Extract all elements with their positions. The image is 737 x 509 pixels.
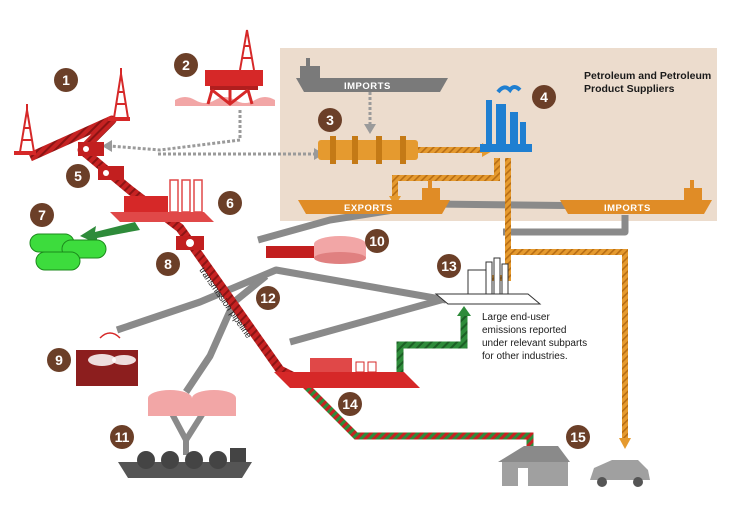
onshore-derricks xyxy=(19,68,129,153)
badge-3: 3 xyxy=(318,108,342,132)
end-user-note: Large end-user emissions reported under … xyxy=(482,311,592,363)
note-line-3: under relevant subparts xyxy=(482,338,588,349)
lng-terminal xyxy=(118,390,252,478)
residential-building xyxy=(498,446,570,486)
svg-text:10: 10 xyxy=(369,233,385,249)
orange-arrowhead-vehicle xyxy=(619,438,631,449)
green-arrowhead-up xyxy=(457,306,471,316)
vehicle xyxy=(590,460,650,487)
ngl-tanks xyxy=(29,233,107,271)
offshore-platform xyxy=(175,29,275,106)
region-title-line-1: Petroleum and Petroleum xyxy=(584,70,712,82)
badge-15: 15 xyxy=(566,425,590,449)
badge-8: 8 xyxy=(156,252,180,276)
badge-5: 5 xyxy=(66,164,90,188)
exports-label: EXPORTS xyxy=(344,203,393,214)
svg-text:5: 5 xyxy=(74,168,82,184)
import-manifold xyxy=(318,136,418,164)
gray-pipe-11-branches xyxy=(167,408,208,455)
note-line-4: for other industries. xyxy=(482,351,568,362)
badge-11: 11 xyxy=(110,425,134,449)
refinery xyxy=(480,85,532,152)
svg-text:14: 14 xyxy=(342,396,358,412)
badge-1: 1 xyxy=(54,68,78,92)
svg-text:15: 15 xyxy=(570,429,586,445)
badge-7: 7 xyxy=(30,203,54,227)
underground-storage xyxy=(76,332,138,386)
svg-text:6: 6 xyxy=(226,195,234,211)
import-ship-right: IMPORTS xyxy=(560,180,712,214)
derrick-base-right xyxy=(108,117,130,121)
red-green-distribution-pipe xyxy=(297,377,534,448)
badge-9: 9 xyxy=(47,348,71,372)
export-ship: EXPORTS xyxy=(298,180,450,214)
region-title: Petroleum and Petroleum Product Supplier… xyxy=(584,70,714,96)
svg-text:8: 8 xyxy=(164,256,172,272)
derrick-base-left xyxy=(14,151,36,155)
gray-arrows xyxy=(109,92,372,156)
note-line-2: emissions reported xyxy=(482,325,567,336)
badge-4: 4 xyxy=(532,85,556,109)
svg-text:11: 11 xyxy=(115,429,130,445)
svg-text:7: 7 xyxy=(38,207,46,223)
svg-text:4: 4 xyxy=(540,89,548,105)
imports-right-label: IMPORTS xyxy=(604,203,651,214)
processing-plant xyxy=(110,179,214,222)
large-end-user xyxy=(434,257,542,305)
note-line-1: Large end-user xyxy=(482,312,550,323)
compressor-station xyxy=(176,236,204,250)
gray-arrowhead-left xyxy=(102,140,112,152)
import-ship-top: IMPORTS xyxy=(296,58,448,92)
lng-storage xyxy=(266,236,366,264)
city-gate xyxy=(274,358,420,388)
badge-6: 6 xyxy=(218,191,242,215)
badge-13: 13 xyxy=(437,254,461,278)
svg-text:1: 1 xyxy=(62,72,70,88)
imports-top-label: IMPORTS xyxy=(344,81,391,92)
svg-text:12: 12 xyxy=(260,290,276,306)
green-end-user-pipe xyxy=(396,314,468,372)
badge-2: 2 xyxy=(174,53,198,77)
green-arrow-to-lng xyxy=(80,222,140,244)
badge-14: 14 xyxy=(338,392,362,416)
gray-arrowhead-down xyxy=(364,124,376,134)
svg-text:3: 3 xyxy=(326,112,334,128)
badge-10: 10 xyxy=(365,229,389,253)
svg-text:9: 9 xyxy=(55,352,63,368)
region-title-line-2: Product Suppliers xyxy=(584,83,675,95)
gathering-compressors xyxy=(78,142,124,180)
svg-text:13: 13 xyxy=(441,258,457,274)
svg-text:2: 2 xyxy=(182,57,190,73)
badge-12: 12 xyxy=(256,286,280,310)
